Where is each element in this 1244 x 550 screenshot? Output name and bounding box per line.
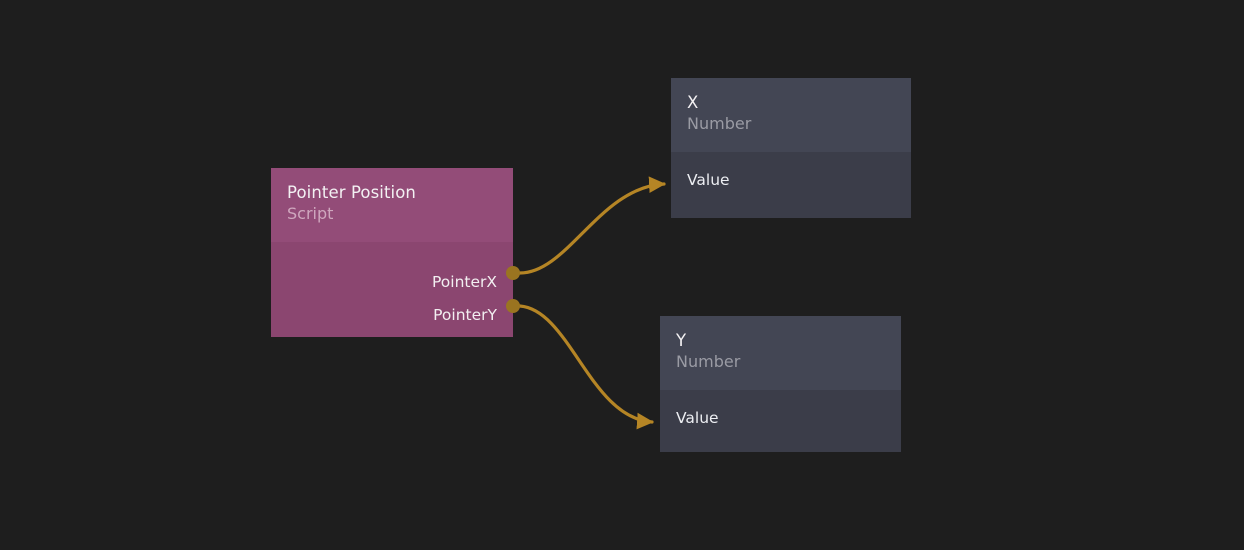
- node-body-pointer-position: PointerX PointerY: [271, 242, 513, 337]
- node-title-pointer-position: Pointer Position: [287, 183, 416, 202]
- output-port-row-pointery[interactable]: PointerY: [433, 305, 497, 325]
- node-pointer-position[interactable]: Pointer Position Script PointerX Pointer…: [271, 168, 513, 337]
- input-port-label-y-value[interactable]: Value: [676, 409, 719, 427]
- node-y-number[interactable]: Y Number Value: [660, 316, 901, 452]
- node-title-y-number: Y: [676, 331, 687, 350]
- node-body-y-number: Value: [660, 390, 901, 446]
- connection-pointery-to-y-value[interactable]: [518, 304, 654, 430]
- output-port-label-pointery: PointerY: [433, 306, 497, 324]
- node-subtitle-y-number: Number: [676, 352, 741, 371]
- output-port-label-pointerx: PointerX: [431, 273, 497, 291]
- output-port-row-pointerx[interactable]: PointerX: [432, 272, 497, 292]
- connection-pointerx-to-x-value[interactable]: [518, 176, 666, 275]
- node-subtitle-x-number: Number: [687, 114, 752, 133]
- node-subtitle-pointer-position: Script: [287, 204, 334, 223]
- node-x-number[interactable]: X Number Value: [671, 78, 911, 218]
- node-header-pointer-position[interactable]: Pointer Position Script: [271, 168, 513, 242]
- output-port-dot-pointery[interactable]: [506, 299, 520, 313]
- input-port-label-x-value[interactable]: Value: [687, 171, 730, 189]
- output-port-dot-pointerx[interactable]: [506, 266, 520, 280]
- node-body-x-number: Value: [671, 152, 911, 208]
- node-header-x-number[interactable]: X Number: [671, 78, 911, 152]
- node-title-x-number: X: [687, 93, 699, 112]
- node-header-y-number[interactable]: Y Number: [660, 316, 901, 390]
